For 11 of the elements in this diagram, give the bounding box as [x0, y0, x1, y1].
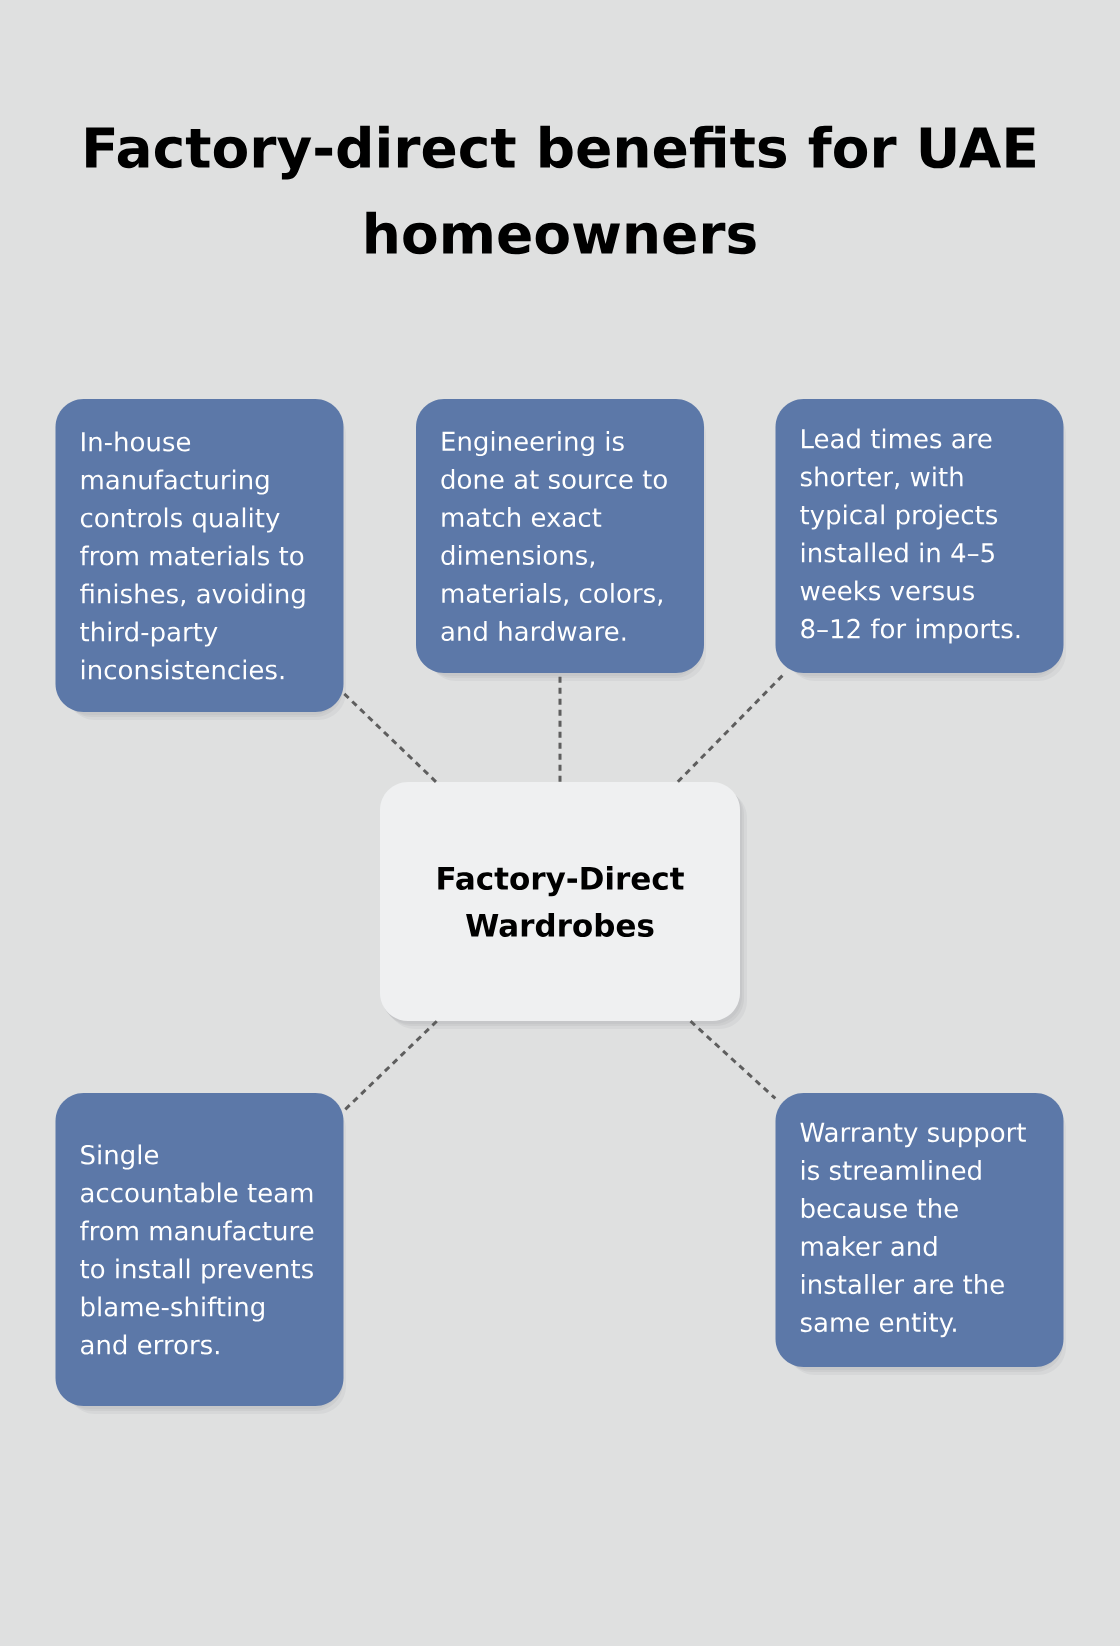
connector-line: [342, 692, 437, 783]
connector-line: [689, 1020, 777, 1100]
text-box: In-house manufacturing controls quality from materials to finishes, avoiding third-party inconsistencies.: [55, 399, 346, 720]
text-box: Engineering is done at source to match exact dimensions, materials, colors, and hardware.: [416, 399, 706, 681]
connector-line: [342, 1020, 438, 1112]
connector-line: [676, 672, 786, 783]
center-box: Factory-Direct Wardrobes: [380, 782, 747, 1029]
text-box: Lead times are shorter, with typical projects installed in 4–5 weeks versus 8–12 for imports.: [775, 399, 1066, 681]
title: Factory-direct benefits for UAE homeowners: [86, 125, 1035, 255]
text-box: Warranty support is streamlined because the maker and installer are the same entity.: [775, 1093, 1066, 1375]
text-box: Single accountable team from manufacture to install prevents blame-shifting and errors.: [55, 1093, 346, 1414]
